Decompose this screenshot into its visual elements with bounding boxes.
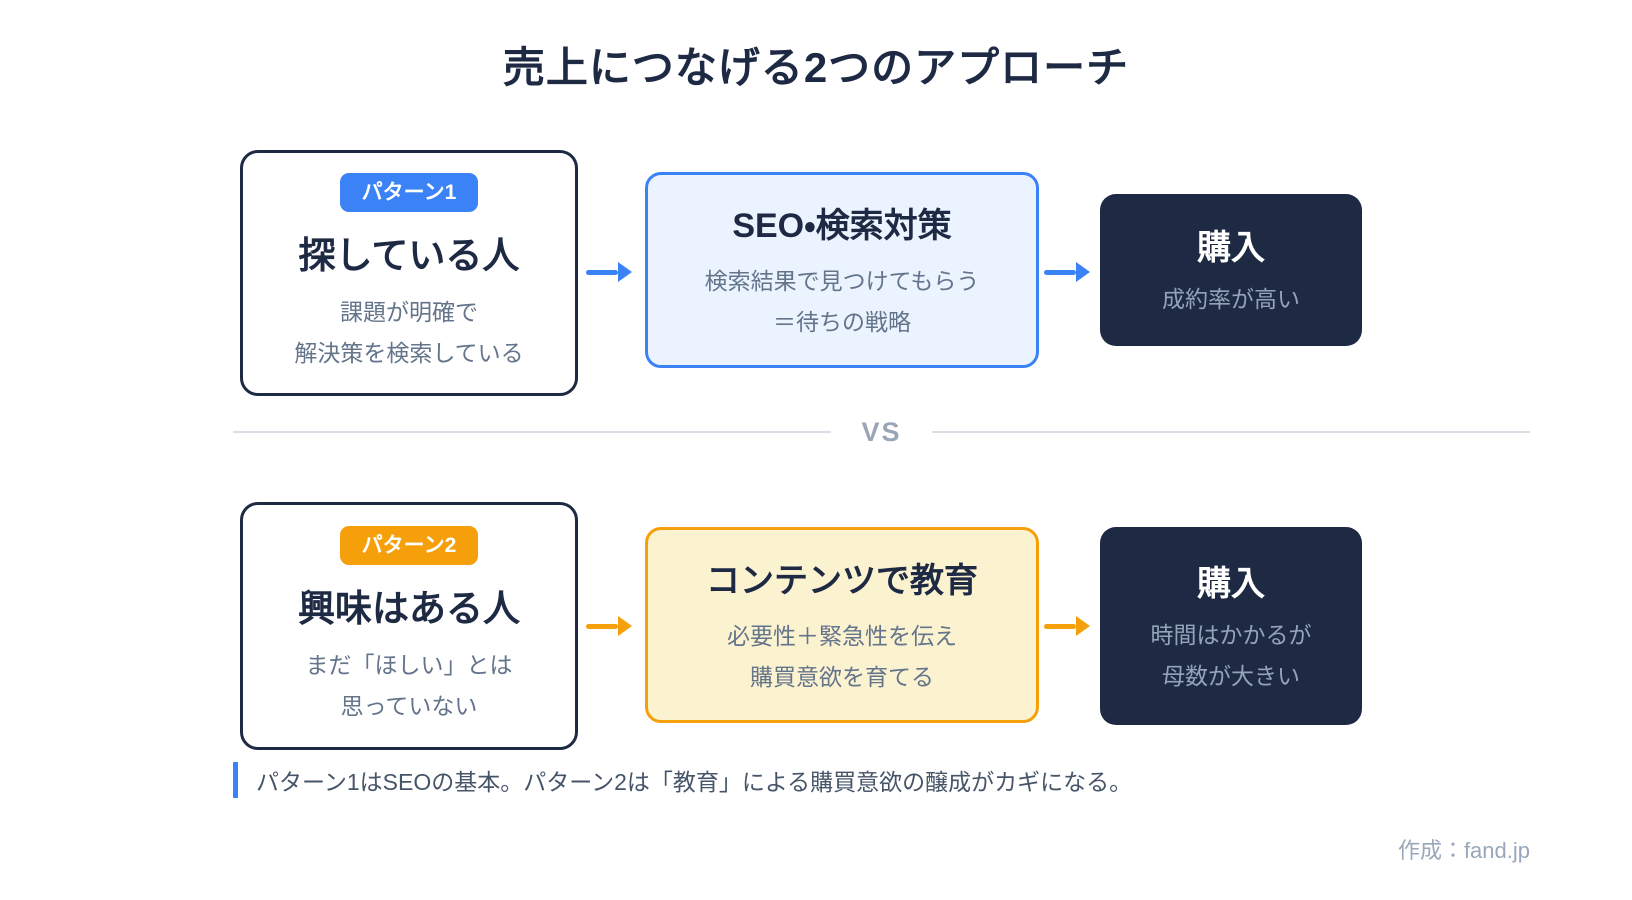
pattern2-outcome-title: 購入 bbox=[1197, 565, 1265, 604]
pattern2-outcome-desc: 時間はかかるが 母数が大きい bbox=[1151, 615, 1312, 696]
desc-line: 購買意欲を育てる bbox=[750, 663, 934, 690]
pattern2-strategy-title: コンテンツで教育 bbox=[706, 562, 978, 601]
arrow-shaft bbox=[586, 269, 618, 275]
desc-line: 必要性＋緊急性を伝え bbox=[727, 623, 957, 650]
page-title: 売上につなげる2つのアプローチ bbox=[502, 44, 1130, 91]
arrow-right-icon bbox=[586, 606, 632, 646]
note-accent-bar bbox=[233, 762, 238, 798]
pattern1-badge: パターン1 bbox=[339, 173, 479, 213]
desc-line: 時間はかかるが bbox=[1150, 622, 1312, 649]
divider-line bbox=[233, 431, 832, 433]
pattern1-strategy-title: SEO・検索対策 bbox=[732, 207, 952, 246]
desc-line: 課題が明確で bbox=[340, 299, 478, 326]
desc-line: ＝待ちの戦略 bbox=[772, 308, 911, 335]
arrow-shaft bbox=[1044, 623, 1076, 629]
pattern1-outcome-title: 購入 bbox=[1197, 229, 1265, 268]
pattern1-outcome-box: 購入 成約率が高い bbox=[1100, 194, 1362, 346]
desc-line: 解決策を検索している bbox=[294, 339, 524, 366]
arrow-head bbox=[1076, 616, 1090, 636]
pattern1-persona-title: 探している人 bbox=[298, 235, 520, 277]
arrow-head bbox=[618, 616, 632, 636]
pattern2-persona-title: 興味はある人 bbox=[298, 588, 520, 630]
arrow-right-icon bbox=[1044, 606, 1090, 646]
pattern2-strategy-box: コンテンツで教育 必要性＋緊急性を伝え 購買意欲を育てる bbox=[645, 527, 1039, 723]
arrow-shaft bbox=[586, 623, 618, 629]
vs-divider: VS bbox=[233, 414, 1530, 450]
desc-line: 母数が大きい bbox=[1162, 662, 1300, 689]
arrow-head bbox=[1076, 262, 1090, 282]
desc-line: 成約率が高い bbox=[1162, 286, 1300, 313]
pattern1-persona-desc: 課題が明確で 解決策を検索している bbox=[294, 292, 523, 373]
note-text: パターン1はSEOの基本。パターン2は「教育」による購買意欲の醸成がカギになる。 bbox=[256, 769, 1133, 795]
footer-note: パターン1はSEOの基本。パターン2は「教育」による購買意欲の醸成がカギになる。 bbox=[233, 762, 1132, 798]
pattern2-persona-desc: まだ「ほしい」とは 思っていない bbox=[306, 645, 513, 726]
pattern1-persona-box: パターン1 探している人 課題が明確で 解決策を検索している bbox=[240, 150, 578, 396]
arrow-head bbox=[618, 262, 632, 282]
pattern1-outcome-desc: 成約率が高い bbox=[1162, 279, 1300, 319]
pattern1-strategy-desc: 検索結果で見つけてもらう ＝待ちの戦略 bbox=[705, 261, 980, 342]
pattern1-strategy-box: SEO・検索対策 検索結果で見つけてもらう ＝待ちの戦略 bbox=[645, 172, 1039, 368]
desc-line: 思っていない bbox=[340, 692, 478, 719]
pattern2-badge: パターン2 bbox=[339, 526, 479, 566]
arrow-right-icon bbox=[586, 252, 632, 292]
desc-line: まだ「ほしい」とは bbox=[305, 652, 513, 679]
divider-line bbox=[931, 431, 1530, 433]
pattern2-persona-box: パターン2 興味はある人 まだ「ほしい」とは 思っていない bbox=[240, 502, 578, 750]
arrow-shaft bbox=[1044, 269, 1076, 275]
pattern2-strategy-desc: 必要性＋緊急性を伝え 購買意欲を育てる bbox=[727, 616, 957, 697]
arrow-right-icon bbox=[1044, 252, 1090, 292]
credit-text: 作成：fand.jp bbox=[1397, 838, 1530, 863]
desc-line: 検索結果で見つけてもらう bbox=[704, 268, 980, 295]
vs-label: VS bbox=[861, 416, 902, 447]
pattern2-outcome-box: 購入 時間はかかるが 母数が大きい bbox=[1100, 527, 1362, 725]
